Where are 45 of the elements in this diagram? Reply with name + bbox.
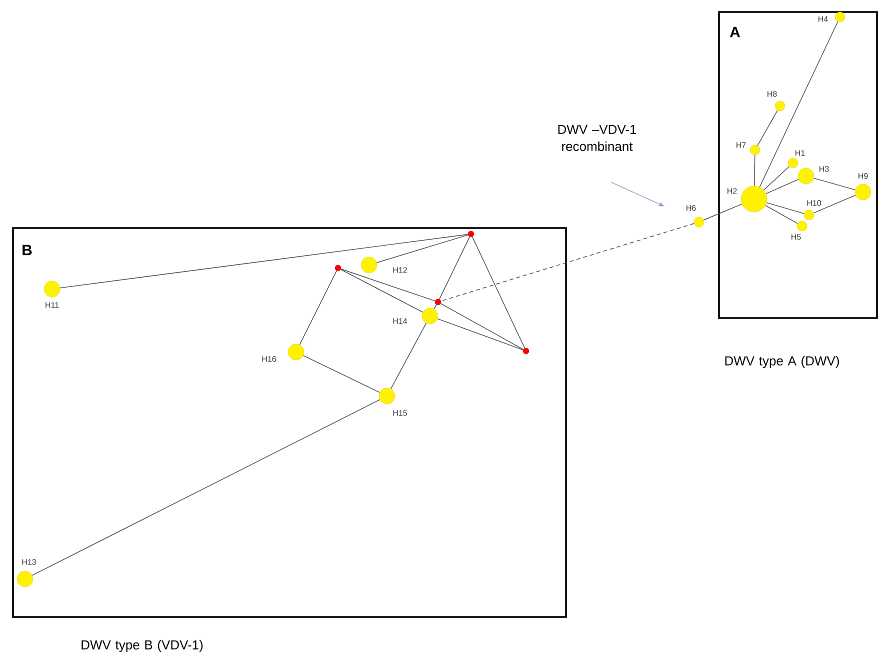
link-line [472, 236, 526, 348]
link-line [434, 304, 437, 310]
link-line [32, 399, 380, 576]
haplotype-label: H4 [818, 16, 828, 22]
link-line [754, 154, 756, 186]
haplotype-label: H14 [393, 318, 408, 324]
link-line [340, 268, 436, 302]
haplotype-label: H6 [686, 205, 696, 211]
haplotype-label: H15 [393, 410, 407, 416]
link-line [60, 234, 468, 288]
haplotype-label: H2 [728, 188, 737, 194]
link-line [703, 204, 742, 220]
link-line [299, 270, 337, 346]
annotation-text: DWV –VDV-1 recombinant [558, 124, 636, 152]
link-line [437, 318, 524, 350]
link-line [765, 205, 798, 224]
link-line [757, 110, 778, 146]
haplotype-label: H12 [393, 267, 407, 273]
haplotype-label: H16 [262, 356, 276, 362]
link-line [763, 166, 790, 190]
panel-letter: A [730, 26, 740, 38]
link-line [759, 21, 838, 188]
panel-caption: DWV type A (DWV) [725, 356, 839, 368]
link-line [390, 322, 426, 390]
link-line [376, 234, 468, 263]
haplotype-label: H5 [792, 234, 801, 240]
link-line [340, 269, 424, 313]
haplotype-label: H7 [736, 142, 746, 148]
link-line [814, 178, 856, 190]
link-line [439, 236, 470, 300]
link-line [440, 303, 524, 350]
link-line [302, 355, 380, 393]
panel-caption: DWV type B (VDV-1) [82, 640, 203, 652]
link-line [766, 202, 804, 214]
link-line [440, 223, 694, 302]
haplotype-label: H11 [46, 302, 59, 308]
haplotype-label: H3 [820, 166, 829, 172]
haplotype-label: H8 [768, 91, 777, 97]
panel-letter: B [22, 244, 32, 256]
link-line [766, 178, 799, 194]
haplotype-label: H10 [807, 200, 822, 206]
link-line [813, 194, 856, 214]
haplotype-label: H9 [858, 173, 868, 179]
haplotype-label: H13 [22, 559, 36, 565]
haplotype-label: H1 [796, 150, 805, 156]
